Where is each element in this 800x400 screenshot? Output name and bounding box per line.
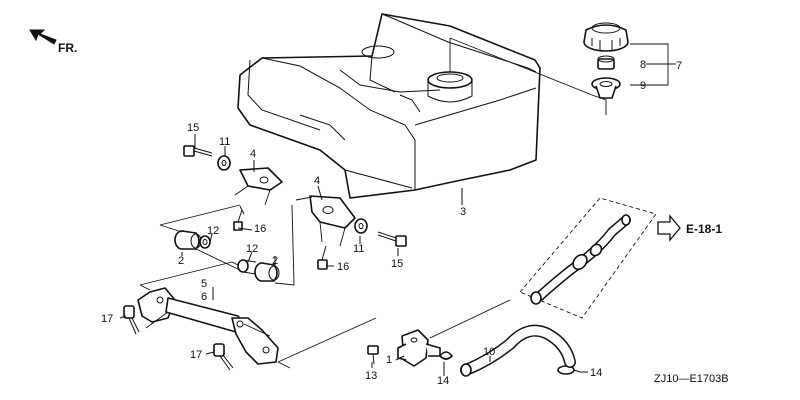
bolt-15-left [183, 145, 213, 157]
callout-9: 9 [640, 80, 646, 92]
callout-10: 10 [483, 346, 495, 358]
callout-12-right: 12 [246, 243, 258, 255]
collar-right [237, 259, 257, 275]
cap-bracket-line [630, 43, 676, 86]
callout-14-right: 14 [590, 367, 602, 379]
bolt-17-lower [213, 343, 234, 371]
reference-hose [530, 214, 631, 305]
callout-8: 8 [640, 59, 646, 71]
mount-leader-lines [159, 196, 313, 286]
callout-16-right: 16 [337, 261, 349, 273]
cap-seal [597, 55, 615, 70]
callout-11-left: 11 [219, 136, 230, 148]
callout-2-right: 2 [272, 255, 278, 267]
callout-17-left: 17 [101, 313, 113, 325]
tank-stay-frame [137, 287, 279, 365]
callout-leaders [119, 134, 588, 376]
tank-bracket-left [239, 167, 283, 191]
callout-11-right: 11 [353, 243, 364, 255]
callout-15-right: 15 [391, 258, 403, 270]
tank-bracket-right [309, 195, 356, 229]
drawing-code: ZJ10—E1703B [654, 373, 729, 385]
bracket-right-leader [319, 221, 346, 247]
bolt-17-left [123, 305, 140, 335]
bolt-16-left [233, 205, 245, 231]
hose-clamp-left [439, 351, 453, 370]
front-direction-label: FR. [58, 41, 77, 55]
fuel-cock [397, 329, 441, 367]
reference-arrow-icon [657, 214, 681, 242]
callout-7: 7 [676, 60, 682, 72]
mount-leader-lines-2 [139, 261, 239, 291]
washer-11-left [217, 155, 231, 171]
fuel-tank [237, 13, 541, 199]
callout-3: 3 [460, 206, 466, 218]
callout-15-left: 15 [187, 122, 199, 134]
bolt-16-right [317, 245, 328, 270]
callout-4-right: 4 [314, 175, 320, 187]
bolt-13 [367, 345, 379, 365]
callout-5: 5 [201, 278, 207, 290]
bracket-left-leader [234, 185, 271, 206]
fuel-hose [460, 324, 576, 377]
cap-leader-line [449, 37, 607, 115]
rubber-mount-right [254, 262, 280, 282]
callout-13: 13 [365, 370, 377, 382]
fuel-cock-leader [429, 299, 511, 339]
fuel-cap [583, 22, 629, 52]
washer-11-right [354, 218, 368, 234]
callout-2-left: 2 [178, 255, 184, 267]
front-direction-arrow-icon [29, 29, 57, 45]
callout-1: 1 [386, 354, 392, 366]
callout-12-left: 12 [207, 225, 219, 237]
reference-box-outline [519, 197, 657, 319]
strainer [591, 77, 621, 99]
collar-left [199, 235, 211, 249]
bolt-15-right [377, 231, 407, 247]
callout-14-left: 14 [437, 375, 449, 387]
reference-label: E-18-1 [686, 222, 722, 236]
rubber-mount-left [174, 230, 202, 250]
callout-16-left: 16 [254, 223, 266, 235]
callout-6: 6 [201, 291, 207, 303]
callout-4-left: 4 [250, 148, 256, 160]
callout-17-lower: 17 [190, 349, 202, 361]
frame-leader-lines [145, 311, 377, 369]
